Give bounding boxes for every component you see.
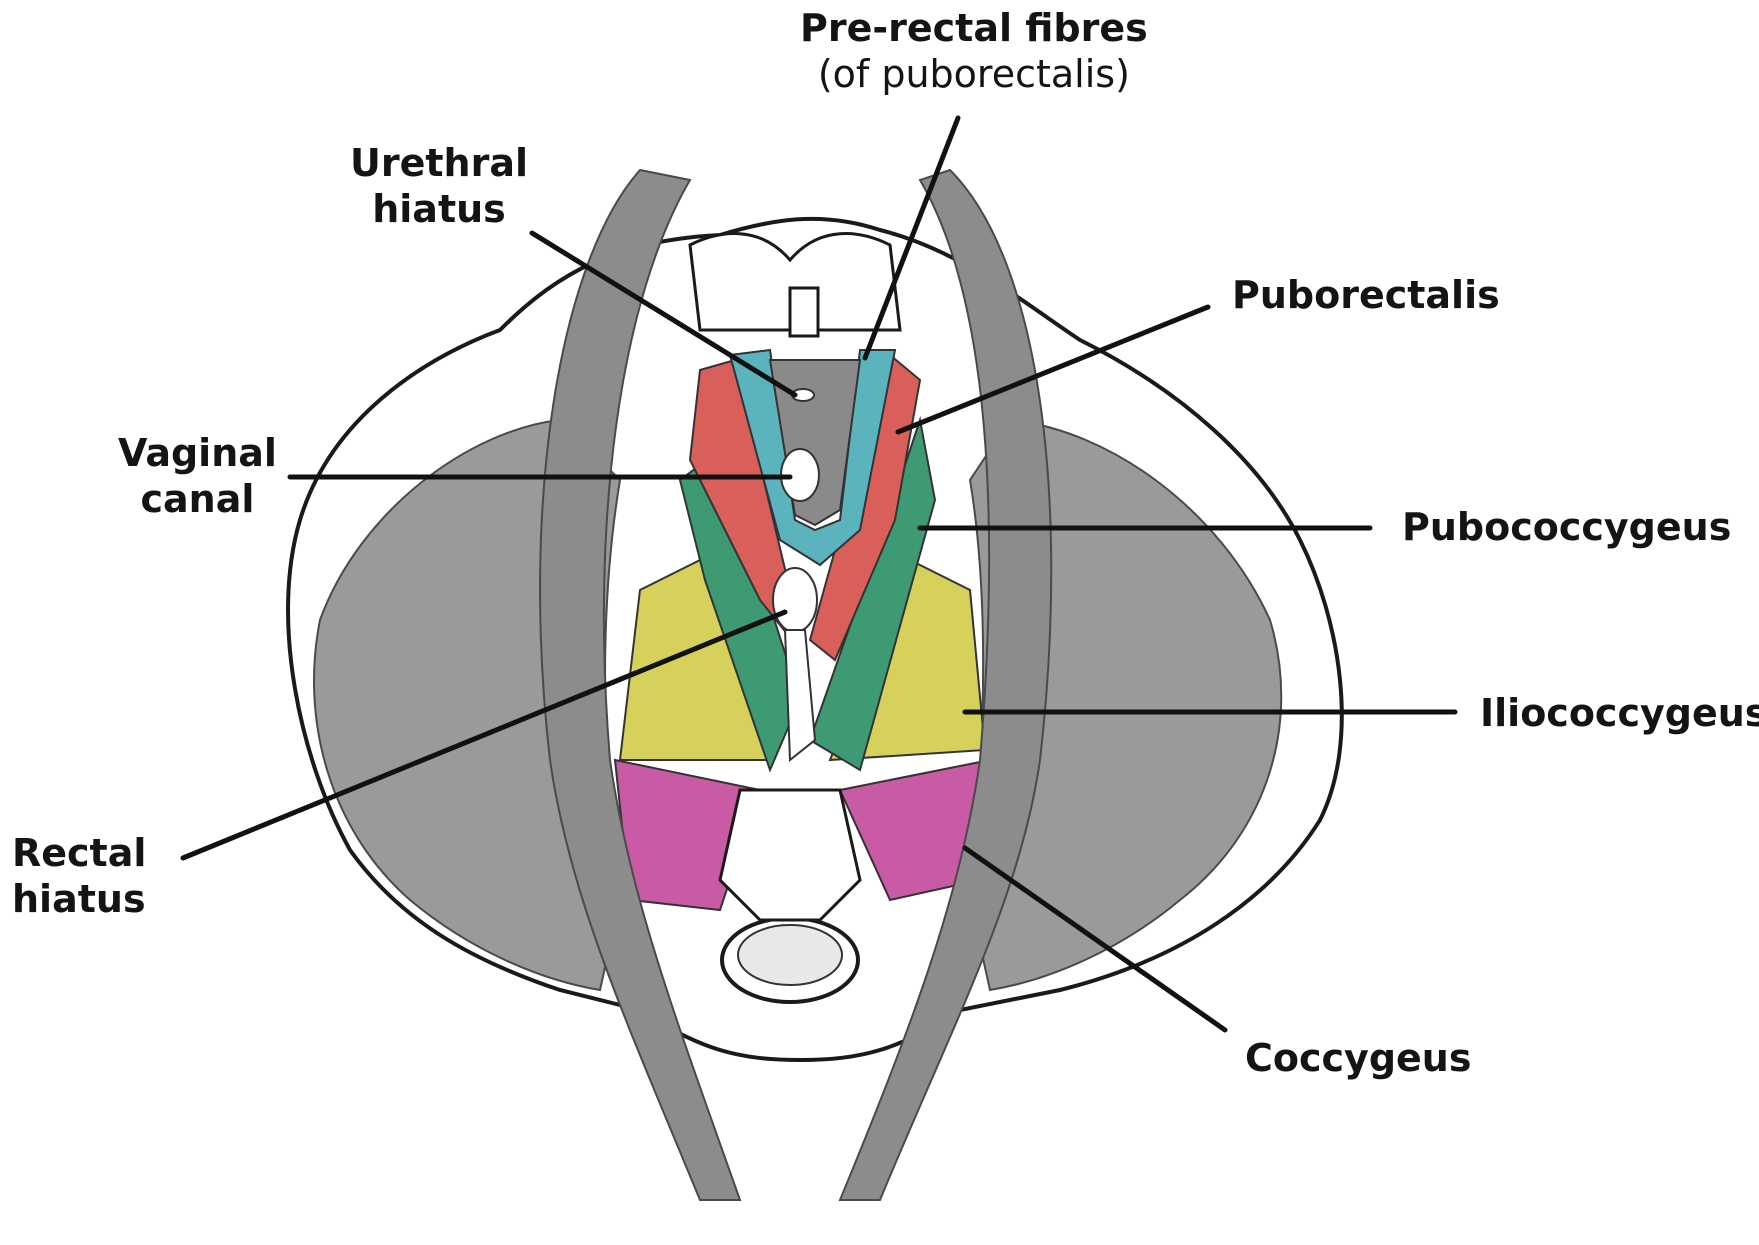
label-rectal-line1: Rectal xyxy=(12,830,146,876)
label-vaginal-canal: Vaginal canal xyxy=(118,430,277,522)
label-urethral-line2: hiatus xyxy=(350,186,528,232)
label-puborectalis: Puborectalis xyxy=(1232,272,1500,318)
label-pubococcygeus-text: Pubococcygeus xyxy=(1402,505,1731,549)
label-urethral-line1: Urethral xyxy=(350,140,528,186)
sacrum xyxy=(720,790,860,920)
label-coccygeus-text: Coccygeus xyxy=(1245,1036,1471,1080)
label-pre-rectal-title: Pre-rectal fibres xyxy=(800,5,1148,51)
label-iliococcygeus: Iliococcygeus xyxy=(1480,690,1759,736)
label-pubococcygeus: Pubococcygeus xyxy=(1402,504,1731,550)
label-iliococcygeus-text: Iliococcygeus xyxy=(1480,691,1759,735)
rectal-hiatus-opening xyxy=(773,568,817,632)
label-vaginal-line1: Vaginal xyxy=(118,430,277,476)
label-coccygeus: Coccygeus xyxy=(1245,1035,1471,1081)
label-urethral-hiatus: Urethral hiatus xyxy=(350,140,528,232)
label-pre-rectal-subtitle: (of puborectalis) xyxy=(800,51,1148,97)
symphysis-joint xyxy=(790,288,818,336)
label-pre-rectal-fibres: Pre-rectal fibres (of puborectalis) xyxy=(800,5,1148,97)
label-rectal-line2: hiatus xyxy=(12,876,146,922)
coccyx-inner xyxy=(738,925,842,985)
label-vaginal-line2: canal xyxy=(118,476,277,522)
label-puborectalis-text: Puborectalis xyxy=(1232,273,1500,317)
label-rectal-hiatus: Rectal hiatus xyxy=(12,830,146,922)
